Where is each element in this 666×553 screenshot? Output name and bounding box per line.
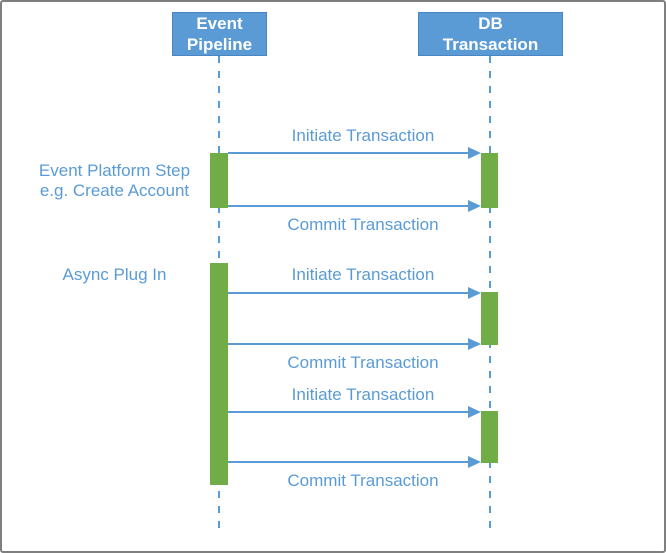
message-label-commit-3: Commit Transaction <box>287 471 439 490</box>
message-label-commit-2: Commit Transaction <box>287 353 439 372</box>
arrow-line <box>228 461 472 463</box>
arrow-right-icon <box>468 456 481 468</box>
arrow-right-icon <box>468 338 481 350</box>
message-label-commit-1: Commit Transaction <box>287 215 439 234</box>
annotation-line: Event Platform Step <box>38 161 191 180</box>
actor-label-line: DB <box>478 14 503 33</box>
message-arrow-commit-1 <box>228 200 481 212</box>
actor-label-line: Pipeline <box>186 35 253 54</box>
message-arrow-commit-2 <box>228 338 481 350</box>
message-arrow-initiate-3 <box>228 406 481 418</box>
message-label-initiate-3: Initiate Transaction <box>291 385 435 404</box>
actor-label-line: Event <box>196 14 243 33</box>
message-arrow-initiate-2 <box>228 287 481 299</box>
annotation-event-platform-step: Event Platform Step e.g. Create Account <box>17 161 212 201</box>
arrow-right-icon <box>468 200 481 212</box>
arrow-line <box>228 411 472 413</box>
message-label-initiate-2: Initiate Transaction <box>291 265 435 284</box>
message-arrow-initiate-1 <box>228 147 481 159</box>
arrow-line <box>228 152 472 154</box>
annotation-line: e.g. Create Account <box>39 181 190 200</box>
activation-db-transaction-1 <box>481 153 498 208</box>
activation-event-pipeline-step <box>210 153 228 208</box>
arrow-line <box>228 343 472 345</box>
annotation-async-plug-in: Async Plug In <box>17 265 212 285</box>
arrow-line <box>228 292 472 294</box>
arrow-right-icon <box>468 287 481 299</box>
arrow-right-icon <box>468 406 481 418</box>
arrow-right-icon <box>468 147 481 159</box>
actor-box-db-transaction: DB Transaction <box>418 12 563 56</box>
actor-label-line: Transaction <box>442 35 539 54</box>
arrow-line <box>228 205 472 207</box>
activation-async-plug-in <box>210 263 228 485</box>
message-label-initiate-1: Initiate Transaction <box>291 126 435 145</box>
annotation-line: Async Plug In <box>62 265 167 284</box>
actor-box-event-pipeline: Event Pipeline <box>172 12 267 56</box>
activation-db-transaction-2 <box>481 292 498 345</box>
activation-db-transaction-3 <box>481 411 498 463</box>
message-arrow-commit-3 <box>228 456 481 468</box>
